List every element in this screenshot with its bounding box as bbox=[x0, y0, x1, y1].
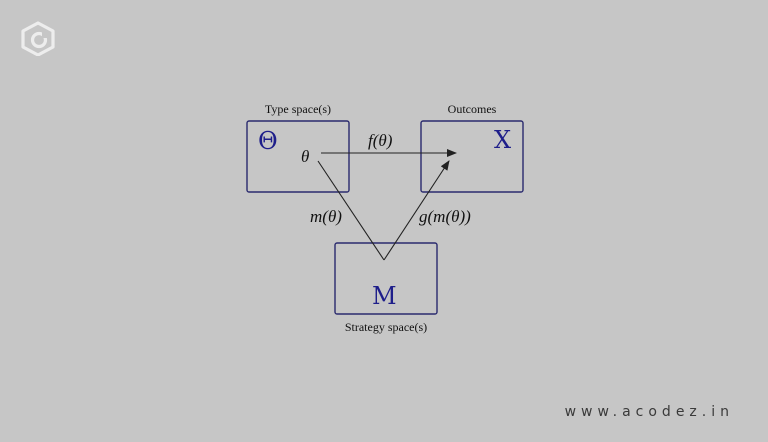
strategy-space-caption: Strategy space(s) bbox=[345, 320, 427, 334]
type-space-symbol: Θ bbox=[258, 127, 278, 155]
strategy-space-symbol: M bbox=[372, 282, 397, 310]
outcomes-box bbox=[420, 120, 524, 193]
strategy-space-box bbox=[334, 242, 438, 315]
arrow-g-label: g(m(θ)) bbox=[419, 207, 471, 226]
outcomes-symbol: X bbox=[494, 126, 511, 154]
type-element-label: θ bbox=[301, 147, 309, 166]
acodez-logo-icon bbox=[21, 21, 55, 56]
arrow-m-label: m(θ) bbox=[310, 207, 342, 226]
type-space-caption: Type space(s) bbox=[265, 102, 331, 116]
arrow-m bbox=[317, 160, 385, 261]
arrow-g bbox=[383, 160, 450, 261]
website-watermark: www.acodez.in bbox=[564, 404, 734, 420]
type-space-box bbox=[246, 120, 350, 193]
outcomes-caption: Outcomes bbox=[448, 102, 497, 116]
arrow-f-label: f(θ) bbox=[368, 131, 393, 150]
